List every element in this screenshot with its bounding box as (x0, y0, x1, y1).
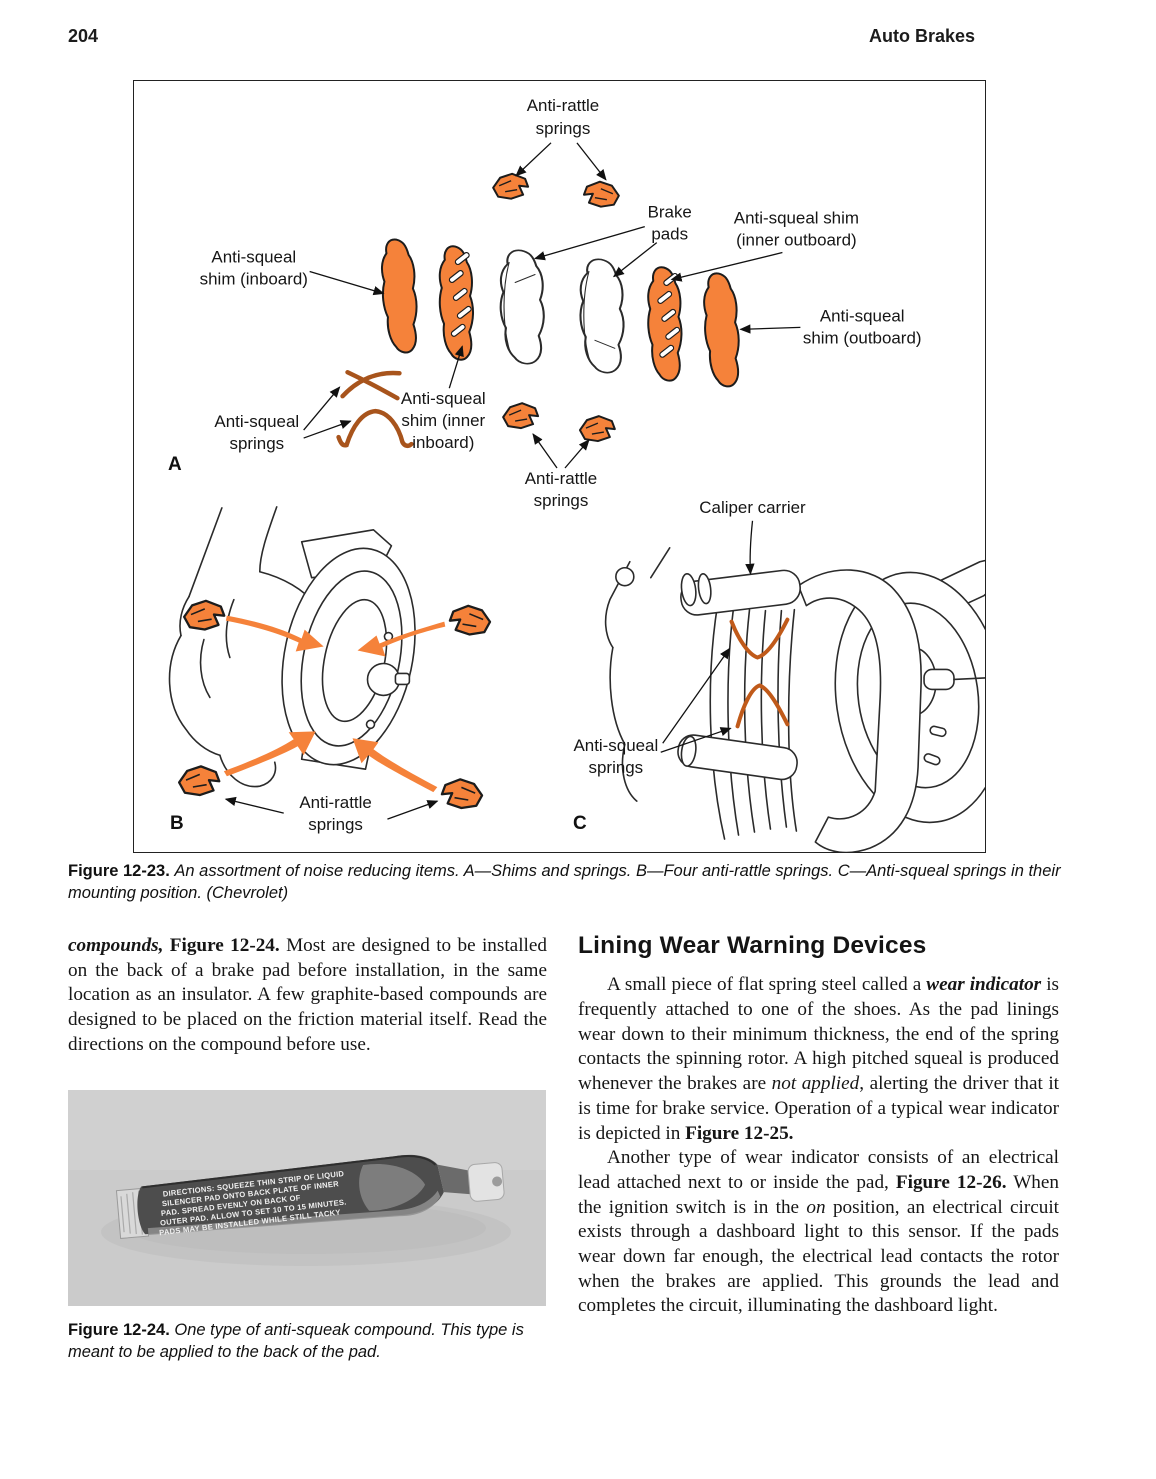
label-anti-squeal-springs-c: Anti-squeal (573, 736, 658, 755)
compound-tube-photo: DIRECTIONS: SQUEEZE THIN STRIP OF LIQUID… (68, 1090, 546, 1306)
label-anti-rattle-springs-mid: springs (534, 491, 589, 510)
label-shim-inboard: Anti-squeal (211, 248, 296, 267)
label-shim-inner-outboard: (inner outboard) (736, 231, 857, 250)
label-anti-rattle-springs-top: Anti-rattle (527, 96, 599, 115)
label-brake-pads: pads (651, 225, 688, 244)
electrical-lead-paragraph: Another type of wear indicator consists … (578, 1147, 1060, 1317)
label-anti-squeal-springs-a: springs (229, 434, 284, 453)
wear-indicator-paragraph: A small piece of flat spring steel calle… (578, 974, 1059, 1144)
figure-12-23-caption: Figure 12-23. An assortment of noise red… (68, 862, 1061, 902)
section-letter-b: B (170, 813, 184, 834)
brake-pad-left (497, 248, 547, 366)
section-heading: Lining Wear Warning Devices (578, 932, 927, 959)
caliper-carrier-beam (680, 569, 801, 616)
label-shim-outboard: shim (outboard) (803, 328, 922, 347)
orange-arrow (357, 621, 446, 657)
label-shim-inner-inboard: shim (inner (401, 411, 485, 430)
label-shim-inner-inboard: inboard) (412, 433, 474, 452)
figure-12-24-caption: Figure 12-24. One type of anti-squeak co… (68, 1321, 524, 1361)
anti-rattle-clip (502, 402, 540, 430)
anti-squeal-shim-inner-outboard (645, 265, 685, 383)
compound-tube: DIRECTIONS: SQUEEZE THIN STRIP OF LIQUID… (115, 1154, 505, 1240)
page-number: 204 (68, 26, 99, 46)
section-letter-a: A (168, 454, 182, 475)
caliper-assembly-section-c: Caliper carrier Anti-squeal springs C (573, 498, 985, 852)
label-caliper-carrier: Caliper carrier (699, 498, 806, 517)
section-letter-c: C (573, 813, 587, 834)
anti-squeal-shim-inner-inboard (436, 244, 476, 362)
anti-rattle-clip (448, 604, 492, 636)
anti-rattle-clip (182, 599, 226, 631)
anti-squeal-wishbone-springs (336, 370, 414, 449)
orange-arrow (352, 738, 438, 793)
mounted-anti-squeal-springs (729, 617, 790, 729)
label-shim-inner-inboard: Anti-squeal (401, 389, 486, 408)
knuckle-assembly-section-b: Anti-rattle springs B (168, 506, 492, 834)
label-shim-outboard: Anti-squeal (820, 306, 905, 325)
label-anti-rattle-springs-mid: Anti-rattle (525, 469, 597, 488)
anti-rattle-clip (578, 415, 616, 443)
orange-arrow (225, 615, 324, 652)
label-brake-pads: Brake (648, 203, 692, 222)
label-anti-squeal-springs-a: Anti-squeal (214, 412, 299, 431)
orange-arrow (223, 731, 316, 777)
label-anti-squeal-springs-c: springs (589, 758, 644, 777)
figure-12-23: Anti-rattle springs Brake pads Anti-sque… (133, 80, 986, 853)
label-anti-rattle-springs-top: springs (536, 119, 591, 138)
compounds-paragraph: compounds, Figure 12-24. Most are design… (68, 935, 547, 1055)
label-anti-rattle-springs-b: Anti-rattle (299, 793, 371, 812)
label-shim-inner-outboard: Anti-squeal shim (734, 209, 859, 228)
figure-12-24-photo: DIRECTIONS: SQUEEZE THIN STRIP OF LIQUID… (68, 1090, 546, 1306)
left-column: compounds, Figure 12-24. Most are design… (68, 934, 547, 1057)
right-column: Lining Wear Warning Devices A small piec… (578, 930, 1059, 1319)
book-title: Auto Brakes (868, 26, 975, 46)
anti-squeal-shim-outboard (700, 271, 743, 389)
anti-rattle-clip (440, 778, 484, 810)
anti-squeal-shim-inboard (378, 237, 421, 355)
brake-pad-right (577, 257, 627, 375)
tube-cap (467, 1162, 505, 1202)
figure-12-23-diagram: Anti-rattle springs Brake pads Anti-sque… (168, 96, 985, 852)
anti-rattle-clip (582, 180, 620, 208)
anti-rattle-clip (492, 172, 530, 200)
label-shim-inboard: shim (inboard) (200, 269, 308, 288)
anti-rattle-clip (177, 765, 221, 797)
exploded-view-section-a: Anti-rattle springs Brake pads Anti-sque… (168, 96, 922, 510)
tube-shoulder (437, 1164, 475, 1195)
label-anti-rattle-springs-b: springs (308, 815, 363, 834)
